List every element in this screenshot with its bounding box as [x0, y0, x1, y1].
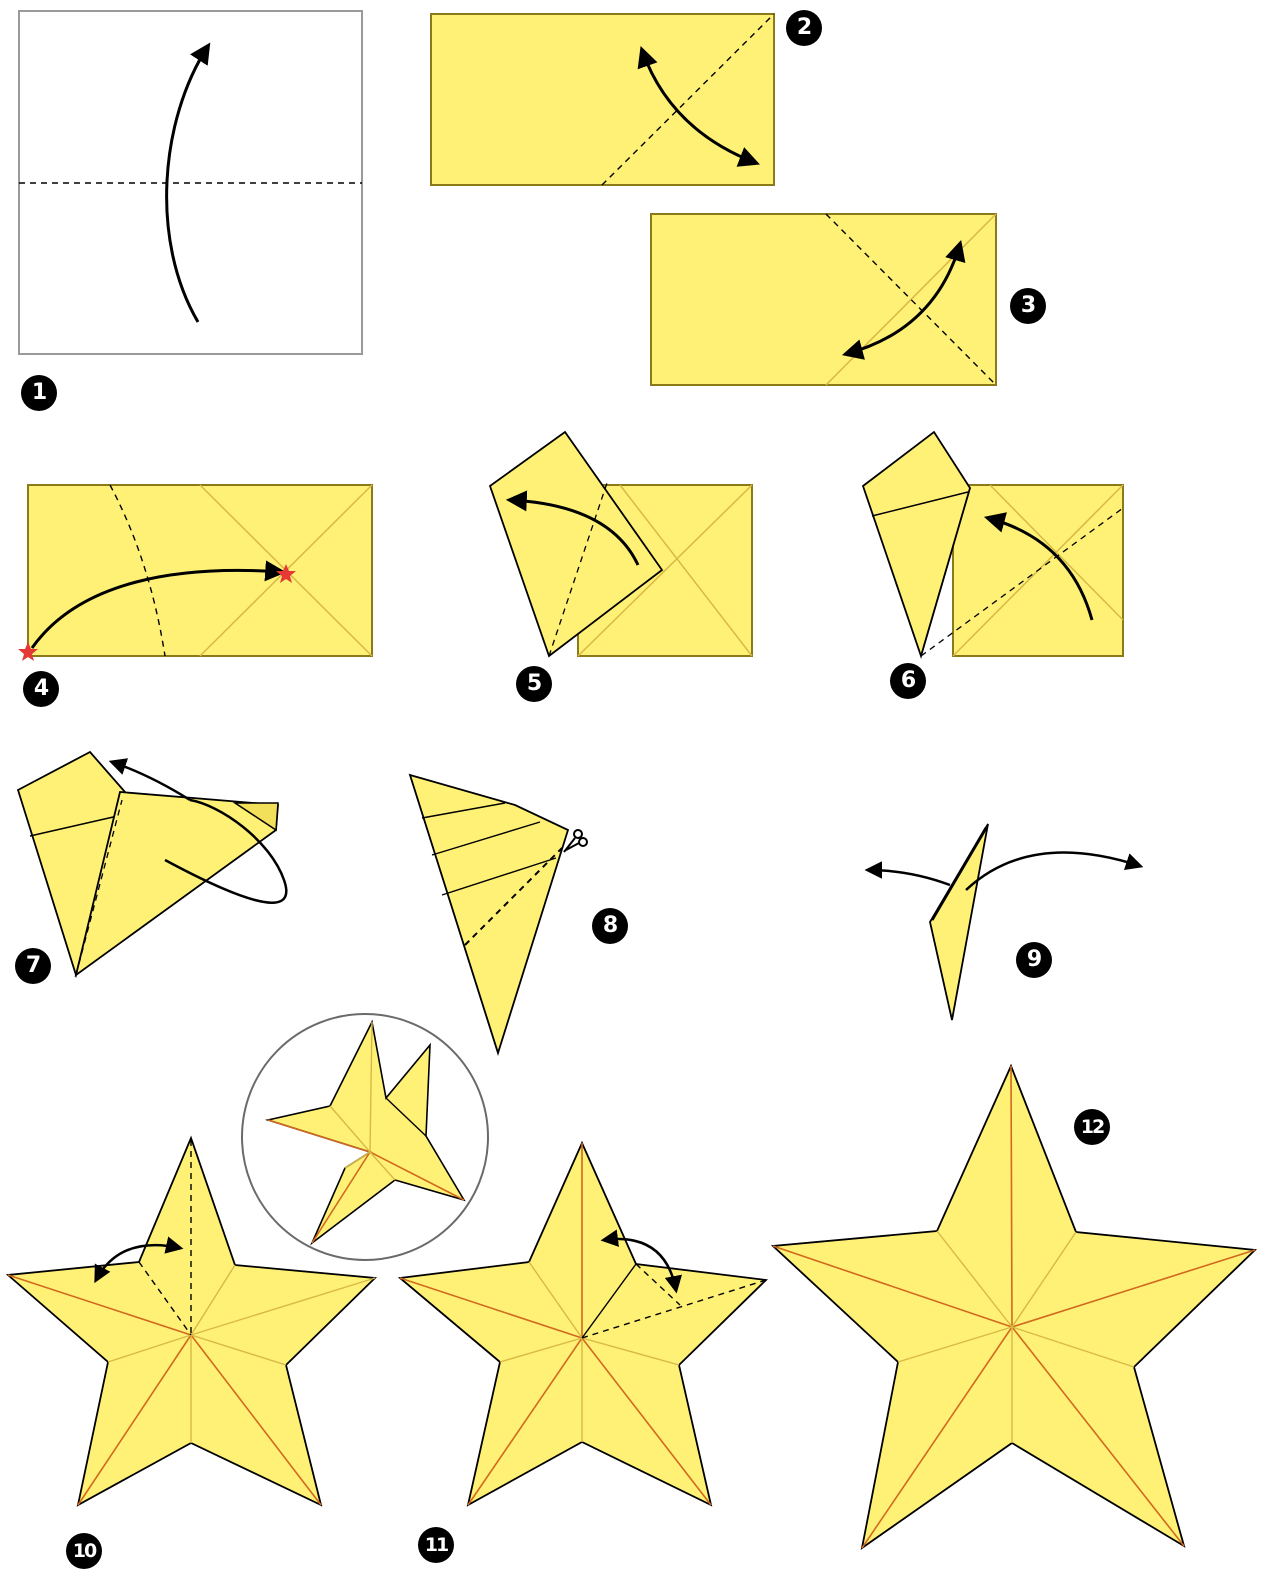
- step-7-diagram: [16, 750, 288, 979]
- step-10-number: 10: [66, 1533, 102, 1569]
- step-1-number: 1: [21, 375, 57, 411]
- step-2-diagram: [430, 13, 775, 186]
- step-6-number: 6: [890, 663, 926, 699]
- step-9-number: 9: [1016, 942, 1052, 978]
- fold-arrow-icon: [841, 239, 966, 360]
- fold-arrow-icon: [165, 42, 211, 323]
- step-2-number: 2: [786, 10, 822, 46]
- step-10-diagram: [5, 1135, 378, 1507]
- step-4-diagram: [18, 484, 373, 661]
- magnifier-circle-icon: [241, 1013, 489, 1261]
- step-5-number: 5: [516, 666, 552, 702]
- step-4-number: 4: [23, 671, 59, 707]
- red-star-icon: [18, 642, 38, 661]
- step-3-diagram: [650, 213, 997, 386]
- step-7-number: 7: [15, 948, 51, 984]
- step-12-diagram: [770, 1063, 1258, 1551]
- fold-arrow-icon: [637, 46, 760, 167]
- step-3-number: 3: [1010, 288, 1046, 324]
- step-8-diagram: [408, 773, 588, 1056]
- fold-arrow-icon: [164, 798, 288, 904]
- step-11-diagram: [397, 1140, 768, 1507]
- scissors-icon: [563, 829, 588, 853]
- step-9-diagram: [864, 823, 1144, 1021]
- fold-arrow-icon: [30, 560, 287, 649]
- step-5-diagram: [488, 430, 753, 658]
- fold-arrow-icon: [600, 1229, 682, 1294]
- step-6-diagram: [861, 430, 1124, 659]
- step-11-number: 11: [418, 1527, 454, 1563]
- step-12-number: 12: [1074, 1109, 1110, 1145]
- step-1-diagram: [18, 10, 363, 355]
- fold-arrow-icon: [965, 851, 1144, 891]
- fold-arrow-icon: [108, 758, 191, 802]
- fold-arrow-icon: [94, 1236, 184, 1284]
- red-star-icon: [276, 564, 296, 583]
- fold-arrow-icon: [983, 512, 1094, 621]
- fold-arrow-icon: [505, 490, 640, 566]
- fold-arrow-icon: [864, 861, 951, 887]
- step-8-number: 8: [592, 908, 628, 944]
